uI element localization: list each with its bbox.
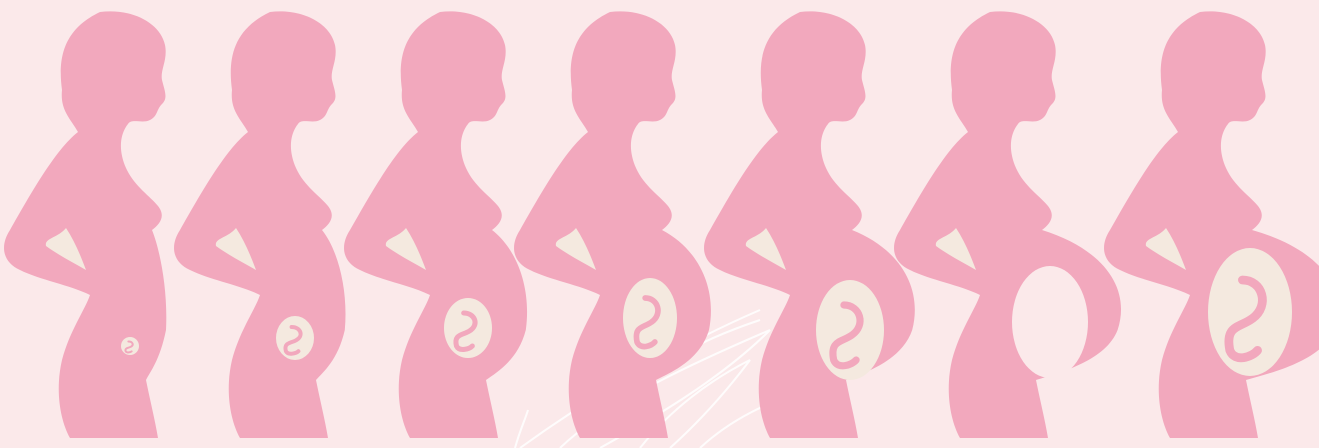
body-silhouette (344, 11, 527, 438)
body-silhouette (4, 11, 166, 438)
woman-silhouette-5 (704, 11, 915, 438)
woman-silhouette-2 (174, 11, 346, 438)
woman-silhouette-6 (894, 11, 1121, 438)
woman-silhouette-3 (344, 11, 527, 438)
womb (1012, 266, 1088, 378)
body-silhouette (514, 11, 711, 438)
body-silhouette (174, 11, 346, 438)
woman-silhouette-4 (514, 11, 711, 438)
woman-silhouette-1 (4, 11, 166, 438)
body-silhouette (1104, 11, 1319, 438)
body-silhouette (894, 11, 1121, 438)
woman-silhouette-7 (1104, 11, 1319, 438)
body-silhouette (704, 11, 915, 438)
